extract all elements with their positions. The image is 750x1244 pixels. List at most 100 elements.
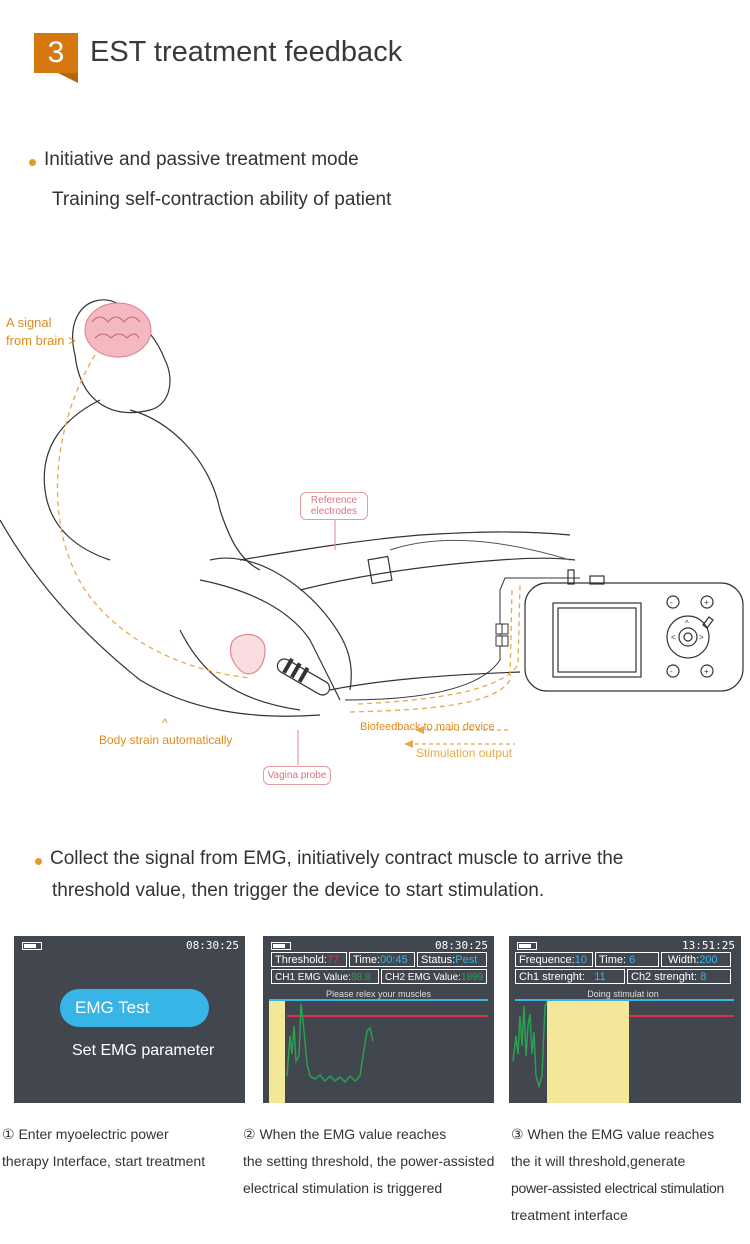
vagina-probe-icon [276, 657, 331, 696]
caption-1-line-2: therapy Interface, start treatment [2, 1153, 206, 1169]
leg-top-outline [239, 531, 571, 561]
frequence-label: Frequence: [519, 954, 575, 966]
biofeedback-label: Biofeedback to main device [360, 721, 495, 733]
width-cell: Width:200 [661, 952, 731, 967]
caption-2-line-3: electrical stimulation is triggered [243, 1180, 443, 1196]
caption-2-line-2: the setting threshold, the power-assiste… [243, 1153, 495, 1169]
bullet-dot-icon [29, 159, 36, 166]
biofeedback-path [349, 589, 513, 713]
stimulation-output-label: Stimulation output [416, 746, 513, 760]
brain-icon [84, 302, 152, 358]
caption-1: ① Enter myoelectric power therapy Interf… [2, 1121, 205, 1175]
time-value: 6 [629, 954, 636, 966]
ch1-strength-cell: Ch1 strenght: 11 [515, 969, 625, 984]
shoulder-outline [43, 399, 111, 561]
caption-3-line-4: treatment interface [511, 1207, 628, 1223]
screen-clock: 08:30:25 [186, 939, 239, 952]
section-number-badge: 3 [34, 33, 78, 73]
stimulation-bar [547, 1001, 629, 1103]
svg-text:+: + [704, 667, 709, 676]
svg-text:<: < [671, 633, 676, 642]
svg-text:-: - [670, 598, 673, 607]
caption-2-line-1: ② When the EMG value reaches [243, 1126, 447, 1142]
svg-text:>: > [699, 633, 704, 642]
time-value: 00:45 [380, 954, 408, 966]
reference-electrode-pad [367, 555, 393, 585]
screen-emg-menu: 08:30:25 EMG Test Set EMG parameter [14, 936, 245, 1103]
organ-icon [229, 633, 266, 675]
torso-outline [129, 409, 261, 571]
battery-icon [271, 942, 291, 950]
bullet-dot-icon-2 [35, 858, 42, 865]
body-strain-label: Body strain automatically [99, 733, 233, 747]
badge-tail [58, 73, 78, 83]
time-cell: Time: 6 [595, 952, 659, 967]
time-cell: Time:00:45 [349, 952, 415, 967]
ch1-strength-value: 11 [594, 971, 606, 983]
screen-clock: 13:51:25 [682, 939, 735, 952]
status-label: Status: [421, 954, 456, 966]
back-outline [0, 519, 321, 717]
threshold-cell: Threshold:77 [271, 952, 347, 967]
emg-signal-trace [512, 1001, 548, 1089]
electrode-cable [389, 539, 571, 561]
ch2-value: 1899 [460, 972, 484, 983]
brain-signal-label-1: A signal [6, 315, 52, 330]
ch1-value: 88.8 [350, 972, 371, 983]
screen-stimulation: 13:51:25 Frequence:10 Time: 6 Width:200 … [509, 936, 741, 1103]
screen-clock: 08:30:25 [435, 939, 488, 952]
leg-bottom-outline [329, 671, 521, 691]
threshold-label: Threshold: [275, 954, 327, 966]
probe-cable [344, 577, 580, 701]
mode-subheading: Training self-contraction ability of pat… [52, 189, 392, 210]
status-cell: Status:Pest [417, 952, 487, 967]
emg-test-button[interactable]: EMG Test [60, 989, 209, 1027]
ch2-strength-cell: Ch2 strenght: 8 [627, 969, 731, 984]
emg-heading-line-1: Collect the signal from EMG, initiativel… [50, 848, 624, 869]
brain-signal-path [56, 354, 251, 679]
caret-mark: ^ [162, 716, 168, 730]
caption-3-line-3: power-assisted electrical stimulation [511, 1180, 724, 1196]
time-label: Time: [353, 954, 381, 966]
vagina-probe-label: Vagina probe [263, 766, 331, 785]
reference-electrodes-label: Reference electrodes [300, 492, 368, 520]
caption-3: ③ When the EMG value reaches the it will… [511, 1121, 750, 1229]
width-label: Width: [668, 954, 700, 966]
frequence-cell: Frequence:10 [515, 952, 593, 967]
battery-icon [22, 942, 42, 950]
threshold-value: 77 [326, 954, 340, 966]
set-emg-parameter-item[interactable]: Set EMG parameter [72, 1042, 215, 1059]
brain-signal-label-2: from brain > [6, 333, 76, 348]
patient-device-drawing: - + - + ^ < > [0, 299, 744, 765]
emg-waveform-graph [269, 999, 488, 1103]
ch1-label: CH1 EMG Value: [275, 972, 351, 983]
caption-3-line-1: ③ When the EMG value reaches [511, 1126, 715, 1142]
relax-hint: Please relex your muscles [325, 989, 432, 999]
stimulation-bar [269, 1001, 285, 1103]
emg-heading-line-2: threshold value, then trigger the device… [52, 880, 545, 901]
treatment-illustration: - + - + ^ < > A signal from brain > Referenc… [0, 260, 750, 800]
time-label: Time: [599, 954, 627, 966]
screen-emg-threshold: 08:30:25 Threshold:77 Time:00:45 Status:… [263, 936, 494, 1103]
battery-icon [517, 942, 537, 950]
ch1-strength-label: Ch1 strenght: [519, 971, 586, 983]
leg-mid-outline [299, 557, 576, 591]
ch1-emg-cell: CH1 EMG Value:88.8 [271, 969, 379, 984]
emg-signal-trace [286, 1003, 374, 1084]
head-outline [72, 299, 171, 414]
ch2-strength-label: Ch2 strenght: [631, 971, 698, 983]
stimulating-hint: Doing stimulat ion [587, 989, 659, 999]
reference-line-1: Reference [310, 495, 358, 506]
ch2-label: CH2 EMG Value: [385, 972, 461, 983]
ch2-emg-cell: CH2 EMG Value:1899 [381, 969, 487, 984]
main-device [524, 569, 744, 692]
mode-heading: Initiative and passive treatment mode [44, 149, 359, 170]
svg-text:-: - [670, 667, 673, 676]
reference-line-2: electrodes [310, 506, 358, 517]
frequence-value: 10 [574, 954, 587, 966]
svg-text:+: + [704, 598, 709, 607]
width-value: 200 [699, 954, 718, 966]
caption-3-line-2: the it will threshold,generate [511, 1153, 686, 1169]
svg-text:^: ^ [685, 619, 689, 628]
ch2-strength-value: 8 [700, 971, 707, 983]
